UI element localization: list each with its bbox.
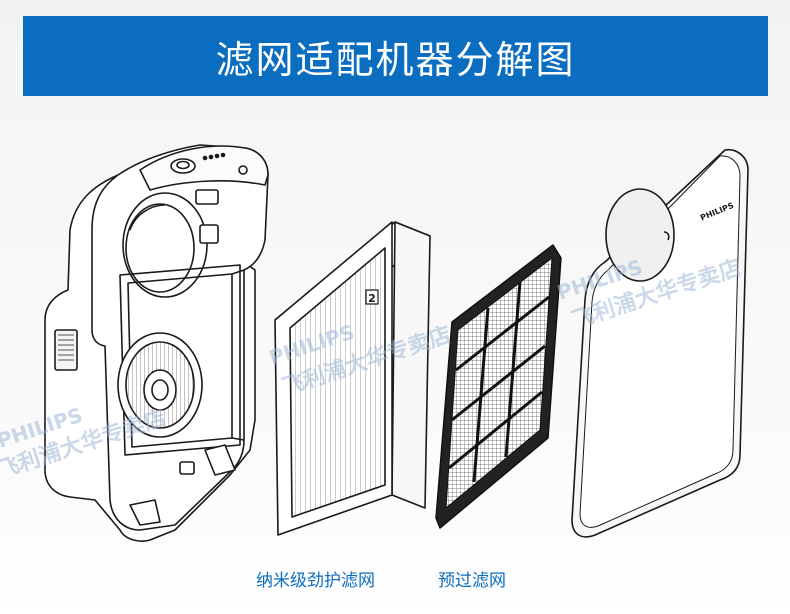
nano-filter-caption: 纳米级劲护滤网 — [256, 566, 375, 591]
pre-filter-caption: 预过滤网 — [438, 566, 506, 591]
filter-number-tag: 2 — [368, 292, 376, 305]
pre-filter — [436, 245, 561, 528]
purifier-body — [45, 145, 268, 541]
front-cover-panel: PHILIPS — [572, 150, 748, 537]
